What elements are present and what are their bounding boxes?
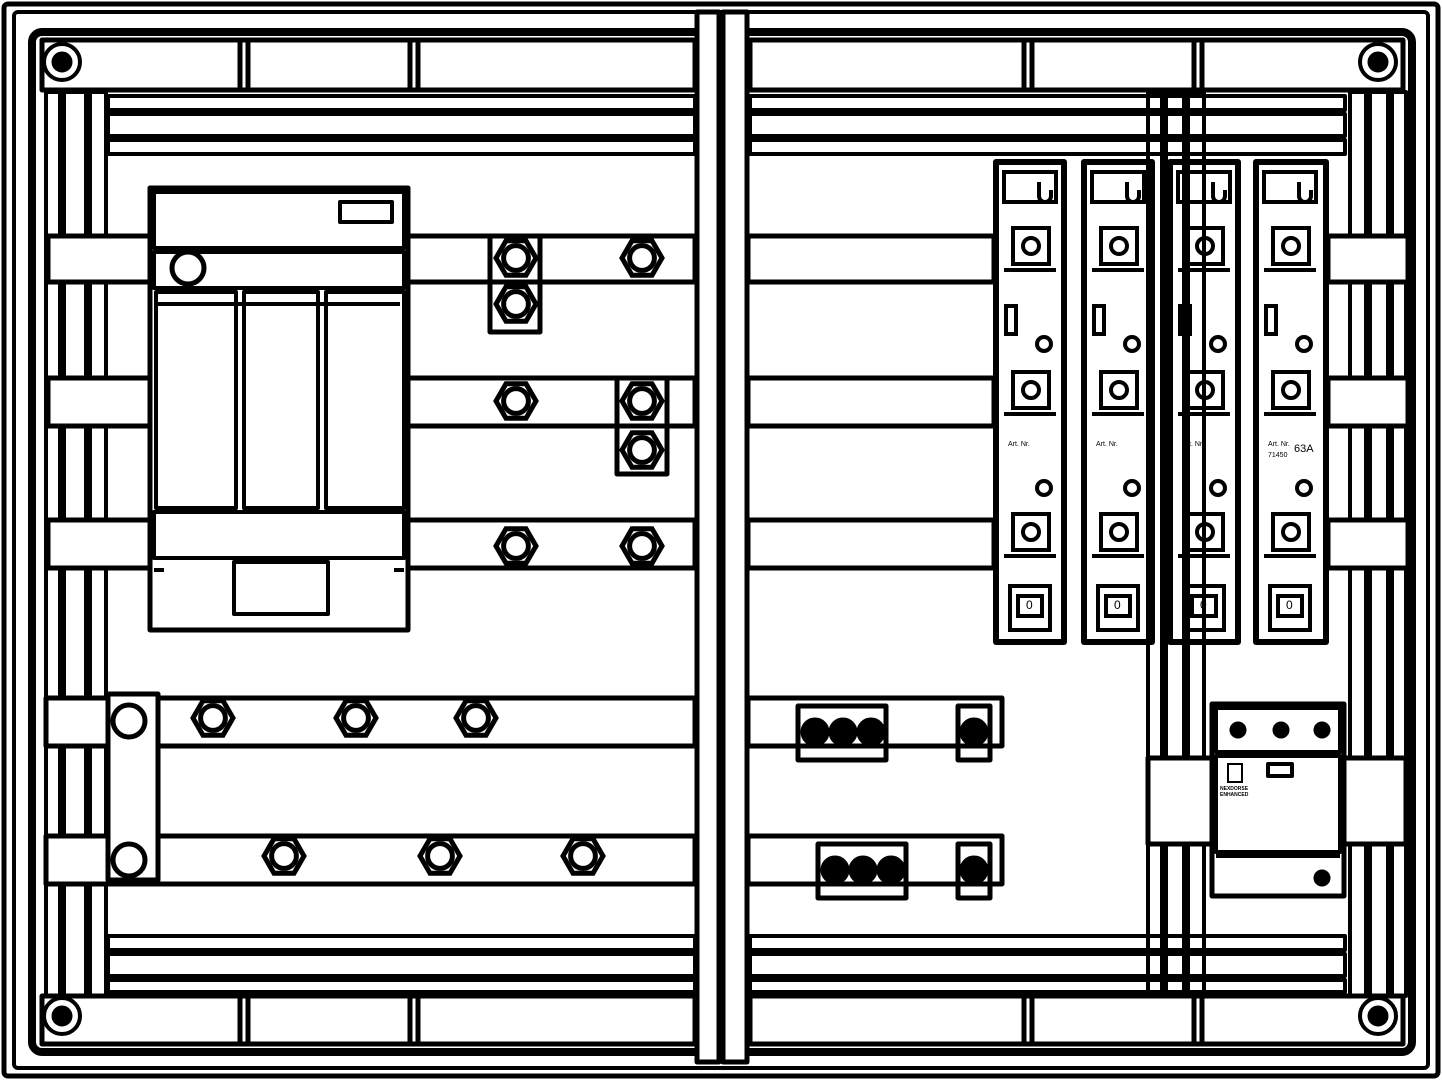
spd-indicator-dot: [1229, 721, 1247, 739]
hex-bolt-icon: [493, 284, 539, 324]
fuse-contact-icon: [1011, 512, 1051, 552]
terminal-screw-icon: [828, 717, 858, 747]
hex-bolt-icon: [333, 698, 379, 738]
fuse-labels: Art. Nr. Art. Nr. Art. Nr. Art. Nr. 7145…: [1008, 441, 1314, 612]
fuse-contact-icon: [1185, 226, 1225, 266]
spd-indicator-dot: [1272, 721, 1290, 739]
fuse-1-switch-state: 0: [1026, 598, 1033, 612]
terminal-screw-icon: [800, 717, 830, 747]
fuse-contact-icon: [1271, 226, 1311, 266]
mounting-screw-icon: [42, 996, 82, 1036]
terminal-screw-icon: [110, 841, 148, 879]
hex-bolt-icon: [493, 238, 539, 278]
fuse-4-art-label: Art. Nr.: [1268, 441, 1290, 448]
fuse-contact-icon: [1271, 512, 1311, 552]
fuse-holder-detail: [1002, 170, 1058, 632]
hex-bolt-icon: [493, 526, 539, 566]
fuse-holder-detail: [1176, 170, 1232, 632]
hex-bolt-icon: [619, 381, 665, 421]
hex-bolt-icon: [619, 430, 665, 470]
fuse-2-art-label: Art. Nr.: [1096, 441, 1118, 448]
fuse-3-art-label: Art. Nr.: [1182, 441, 1204, 448]
spd-indicator-dot: [1313, 869, 1331, 887]
fuse-contact-icon: [1185, 512, 1225, 552]
mounting-screw-icon: [1358, 42, 1398, 82]
hex-bolt-icon: [619, 526, 665, 566]
fuse-3-switch-state: 0: [1200, 598, 1207, 612]
mounting-screw-icon: [1358, 996, 1398, 1036]
fuse-contact-icon: [1099, 226, 1139, 266]
terminal-screw-icon: [876, 855, 906, 885]
surge-protector-sublabel: ENHANCED: [1220, 792, 1249, 798]
surge-protection-device: [1209, 701, 1347, 899]
fuse-contact-icon: [1099, 512, 1139, 552]
hex-bolt-icon: [190, 698, 236, 738]
fuse-4-switch-state: 0: [1286, 598, 1293, 612]
busbars: [43, 691, 1005, 887]
hex-bolt-icon: [560, 836, 606, 876]
hex-bolt-icon: [417, 836, 463, 876]
terminal-blocks: [487, 233, 993, 901]
center-divider: [694, 9, 750, 1065]
spd-indicator-dot: [1313, 721, 1331, 739]
terminal-screw-icon: [820, 855, 850, 885]
hex-bolt-icon: [261, 836, 307, 876]
hex-bolt-icon: [453, 698, 499, 738]
main-isolator-switch: [147, 185, 411, 633]
terminal-screw-icon: [169, 249, 207, 287]
fuse-contact-icon: [1011, 226, 1051, 266]
surge-protector-logo-icon: [1227, 763, 1243, 783]
fuse-holder-detail: [1262, 170, 1318, 632]
fuse-holders: [993, 159, 1329, 645]
surge-protector-labels: NEXDORSE ENHANCED: [1220, 763, 1249, 798]
terminal-screw-icon: [848, 855, 878, 885]
fuse-4-rating: 63A: [1294, 443, 1314, 455]
terminal-screw-icon: [856, 717, 886, 747]
terminal-screw-icon: [959, 855, 989, 885]
mounting-screw-icon: [42, 42, 82, 82]
fuse-contact-icon: [1185, 370, 1225, 410]
fuse-contact-icon: [1271, 370, 1311, 410]
fuse-holder-detail: [1090, 170, 1146, 632]
fuse-contact-icon: [1099, 370, 1139, 410]
hex-bolt-icon: [493, 381, 539, 421]
hex-bolt-icon: [619, 238, 665, 278]
terminal-screw-icon: [110, 702, 148, 740]
fuse-2-switch-state: 0: [1114, 598, 1121, 612]
fuse-4-art-number: 71450: [1268, 452, 1288, 459]
surge-protector-brand: NEXDORSE: [1220, 786, 1249, 792]
fuse-1-art-label: Art. Nr.: [1008, 441, 1030, 448]
terminal-screw-icon: [959, 717, 989, 747]
fuse-contact-icon: [1011, 370, 1051, 410]
